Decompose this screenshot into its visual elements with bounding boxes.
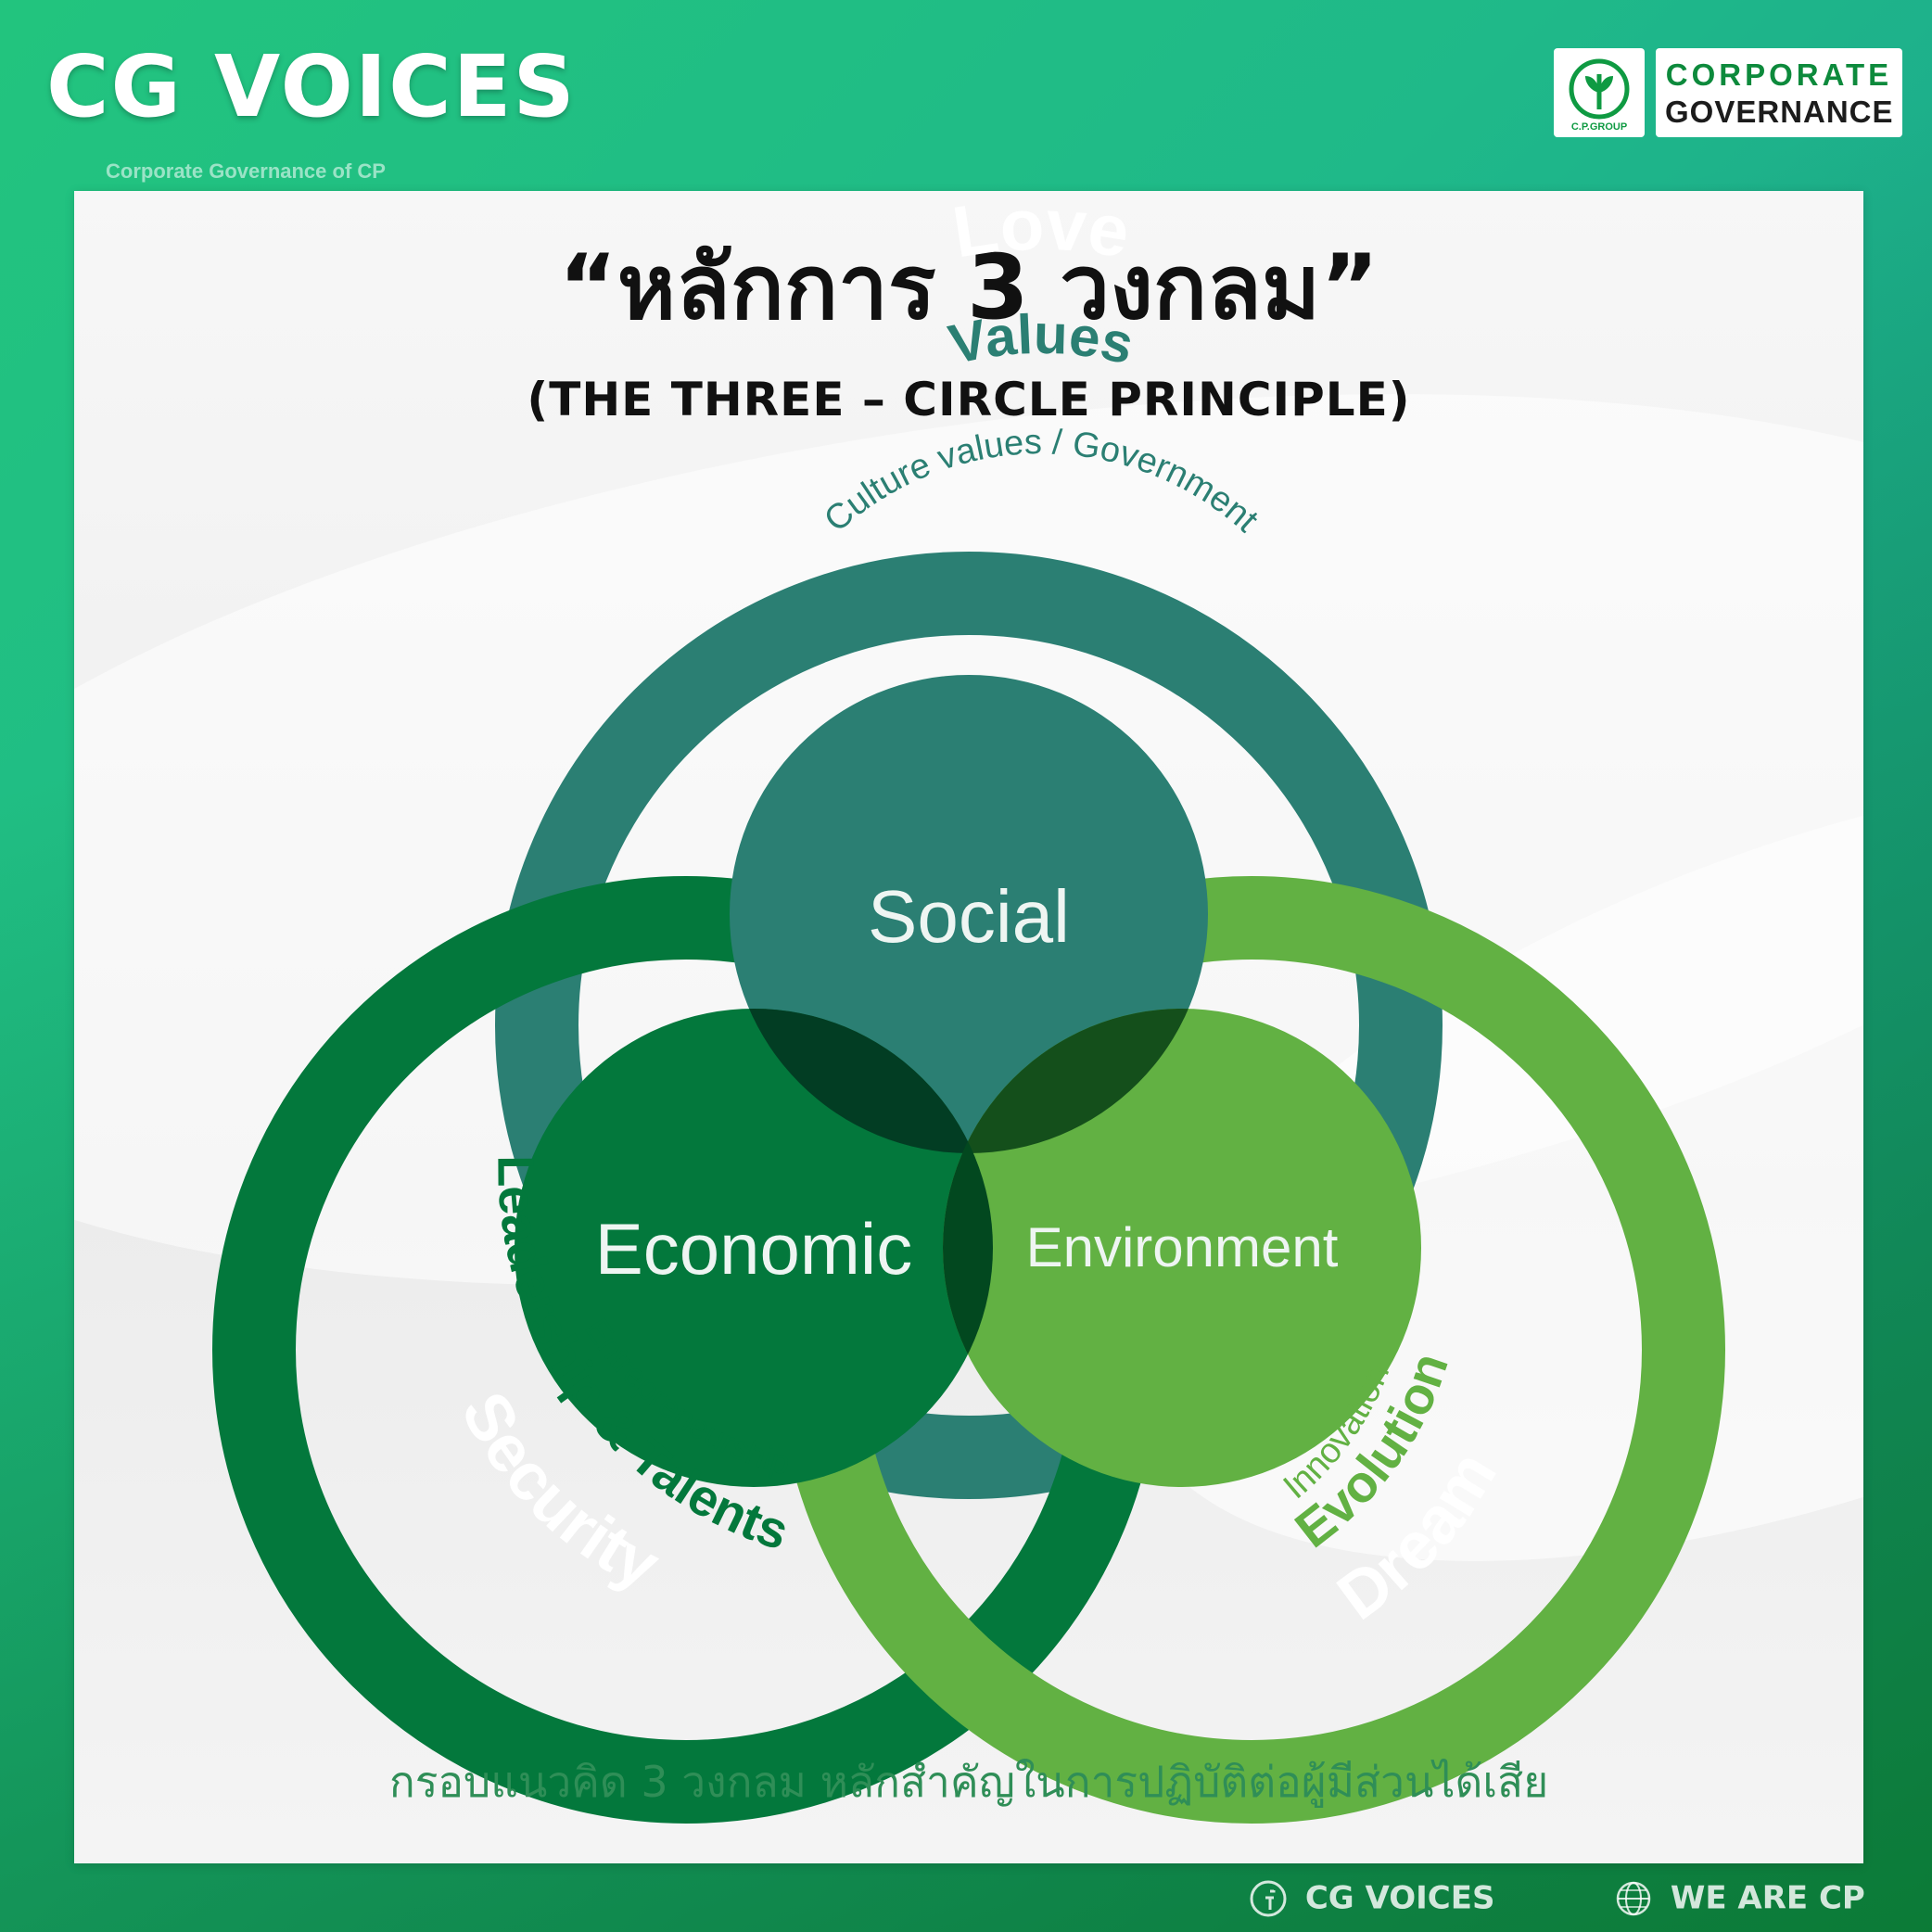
ring-top-outer-label: Love [947,191,1136,273]
cp-group-logo: C.P.GROUP [1554,48,1645,137]
cg-label-line2: GOVERNANCE [1665,95,1894,129]
footer-website-link[interactable]: WE ARE CP [1615,1878,1865,1921]
footer-website-label: WE ARE CP [1670,1879,1865,1917]
overlap-social-environment [943,1009,1208,1153]
footer-facebook-link[interactable]: CG VOICES [1250,1878,1494,1921]
page-title-thai: “หลักการ 3 วงกลม” [558,235,1379,339]
cp-leaf-icon: C.P.GROUP [1569,58,1630,133]
diagram-caption: กรอบแนวคิด 3 วงกลม หลักสำคัญในการปฏิบัติ… [388,1757,1549,1807]
brand-logo: CG VOICES Corporate Governance of CP [46,37,575,183]
label-social: Social [868,875,1070,958]
cp-logo-caption: C.P.GROUP [1571,121,1627,133]
overlap-social-economic [730,1009,993,1153]
corporate-governance-label: CORPORATE GOVERNANCE [1656,48,1902,137]
content-card: “หลักการ 3 วงกลม” (THE THREE – CIRCLE PR… [74,191,1863,1863]
cg-label-line1: CORPORATE [1665,57,1893,92]
brand-subtitle: Corporate Governance of CP [106,159,386,183]
label-environment: Environment [1026,1216,1339,1278]
ring-top-middle-label: Values [944,303,1139,376]
ring-top-inner-label: Culture values / Government [817,423,1265,540]
facebook-icon [1250,1880,1287,1916]
footer-facebook-label: CG VOICES [1304,1879,1495,1917]
label-economic: Economic [595,1208,912,1290]
ring-top [495,552,1443,1499]
page-title-english: (THE THREE – CIRCLE PRINCIPLE) [527,373,1411,426]
brand-title: CG VOICES [46,37,577,136]
three-circle-diagram: Social Economic Environment Love Values … [212,191,1725,1824]
globe-icon [1616,1881,1651,1915]
